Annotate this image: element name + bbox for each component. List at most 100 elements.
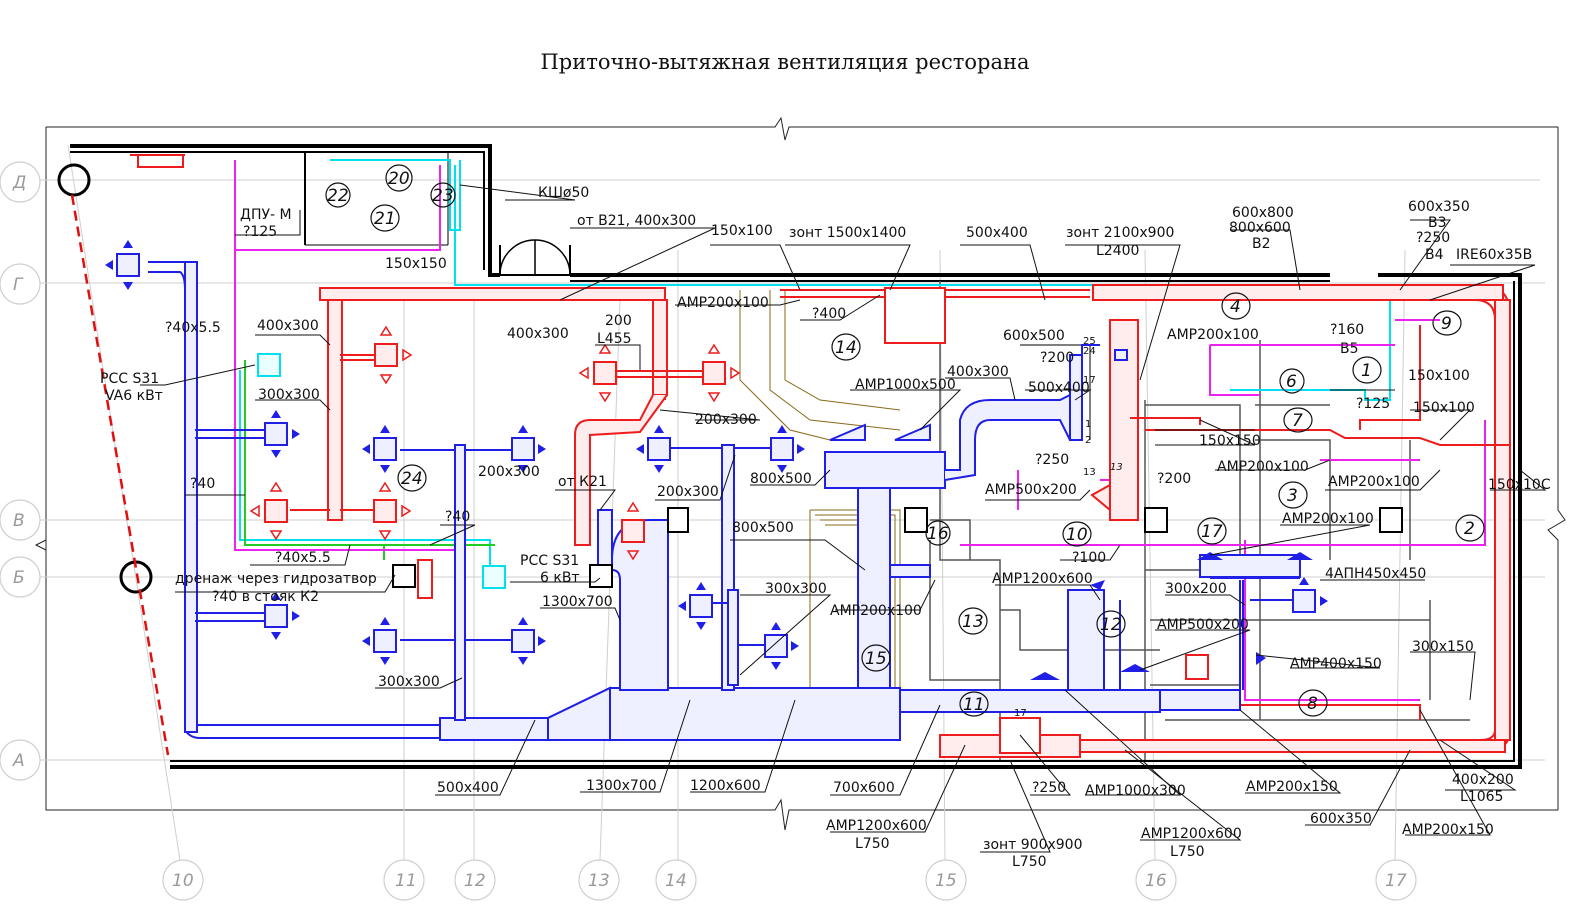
label-800x600: 800х600 [1229,220,1291,236]
label-from-v21: от В21, 400х300 [577,213,696,229]
building-walls [70,144,1522,769]
room-1: 1 [1361,361,1372,381]
axis-row-b: Б [13,568,25,588]
label-zont1500: зонт 1500х1400 [789,225,906,241]
label-150x100a: 150x100 [711,223,773,239]
label-l2400: L2400 [1096,243,1139,259]
label-dpu: ДПУ- М [240,207,292,223]
label-d200a: ?200 [1040,350,1074,366]
label-d40a: ?40 [190,476,215,492]
label-300x200: 300х200 [1165,581,1227,597]
room-8: 8 [1307,694,1318,714]
label-400x200: 400х200 [1452,772,1514,788]
label-pcc1kw: VA6 кВт [105,388,163,404]
label-zont2100: зонт 2100х900 [1066,225,1174,241]
marker-13: 13 [1083,467,1096,478]
label-d250b: ?250 [1035,452,1069,468]
label-500x400c: 500х400 [437,780,499,796]
room-22: 22 [327,186,349,206]
label-from-k21: от К21 [558,474,607,490]
label-ksh: КШø50 [538,185,589,201]
label-drain2: ?40 в стояк К2 [212,589,319,605]
label-amp400x150: АМР400х150 [1290,656,1382,672]
label-v3: В3 [1428,215,1447,231]
label-150x100c: 150х100 [1413,400,1475,416]
label-200x300a: 200х300 [695,412,757,428]
label-drain1: дренаж через гидрозатвор [175,571,377,587]
room-21: 21 [374,209,396,229]
marker-17: 17 [1083,375,1096,386]
label-d40b: ?40 [445,509,470,525]
label-300x300b: 300х300 [765,581,827,597]
room-23: 23 [432,186,454,206]
label-200: 200 [605,313,632,329]
label-amp200x100c: АМР200х100 [1217,459,1309,475]
label-300x300c: 300х300 [378,674,440,690]
room-24: 24 [401,469,423,489]
label-400x300c: 400х300 [947,364,1009,380]
boundary-dashed [70,194,170,756]
room-10: 10 [1066,525,1088,545]
label-apn: 4АПН450х450 [1325,566,1426,582]
label-amp1200x600b: АМР1200х600 [826,818,927,834]
label-d40x55a: ?40х5.5 [165,320,221,336]
label-amp200x100a: АМР200х100 [677,295,769,311]
label-800x500a: 800х500 [750,471,812,487]
exhaust-grilles [264,343,726,543]
axis-row-a: А [12,751,25,771]
room-3: 3 [1287,486,1298,506]
label-1300x700b: 1300х700 [586,778,657,794]
label-d200b: ?200 [1157,471,1191,487]
axis-col-11: 11 [395,871,417,891]
label-150x100b: 150х100 [1408,368,1470,384]
label-d100: ?100 [1072,550,1106,566]
risers [392,507,1403,588]
label-400x300a: 400x300 [257,318,319,334]
drawing-frame [34,116,1566,831]
label-d250a: ?250 [1416,230,1450,246]
room-6: 6 [1286,372,1297,392]
green-drain-line [244,360,495,546]
room-20: 20 [388,169,410,189]
label-v2: В2 [1252,236,1271,252]
label-300x150: 300х150 [1412,639,1474,655]
label-amp1200x600a: АМР1200х600 [992,571,1093,587]
label-d125a: ?125 [243,224,277,240]
column-d10 [57,163,91,197]
label-150x150b: 150х150 [1199,433,1261,449]
room-16: 16 [927,524,949,544]
label-600x800: 600х800 [1232,205,1294,221]
leader-lines [140,184,1547,853]
label-600x350b: 600х350 [1310,811,1372,827]
room-17: 17 [1201,522,1223,542]
label-amp1000x300: АМР1000х300 [1085,783,1186,799]
supply-diffuser-arrows [105,240,1328,680]
cyan-condenser-lines [239,159,1391,589]
label-600x350a: 600х350 [1408,199,1470,215]
label-800x500b: 800х500 [732,520,794,536]
supply-diffusers [116,253,1316,658]
room-4: 4 [1230,297,1241,317]
label-300x300a: 300х300 [258,387,320,403]
marker-24: 24 [1083,346,1096,357]
label-pcc2: РСС S31 [520,553,579,569]
label-d160: ?160 [1330,322,1364,338]
room-14: 14 [835,338,857,358]
axis-col-14: 14 [665,871,687,891]
label-700x600: 700х600 [833,780,895,796]
label-1300x700a: 1300х700 [542,594,613,610]
label-600x500: 600х500 [1003,328,1065,344]
label-amp200x100b: АМР200х100 [1167,327,1259,343]
label-400x300b: 400x300 [507,326,569,342]
label-l750c: L750 [1170,844,1205,860]
room-9: 9 [1441,314,1452,334]
label-500x400a: 500х400 [966,225,1028,241]
room-2: 2 [1464,519,1475,539]
supply-ducts [148,261,1301,741]
room-12: 12 [1100,615,1122,635]
label-amp200x100e: АМР200х100 [1282,511,1374,527]
room-15: 15 [865,649,887,669]
label-d40x55b: ?40х5.5 [275,550,331,566]
axis-col-15: 15 [935,871,957,891]
